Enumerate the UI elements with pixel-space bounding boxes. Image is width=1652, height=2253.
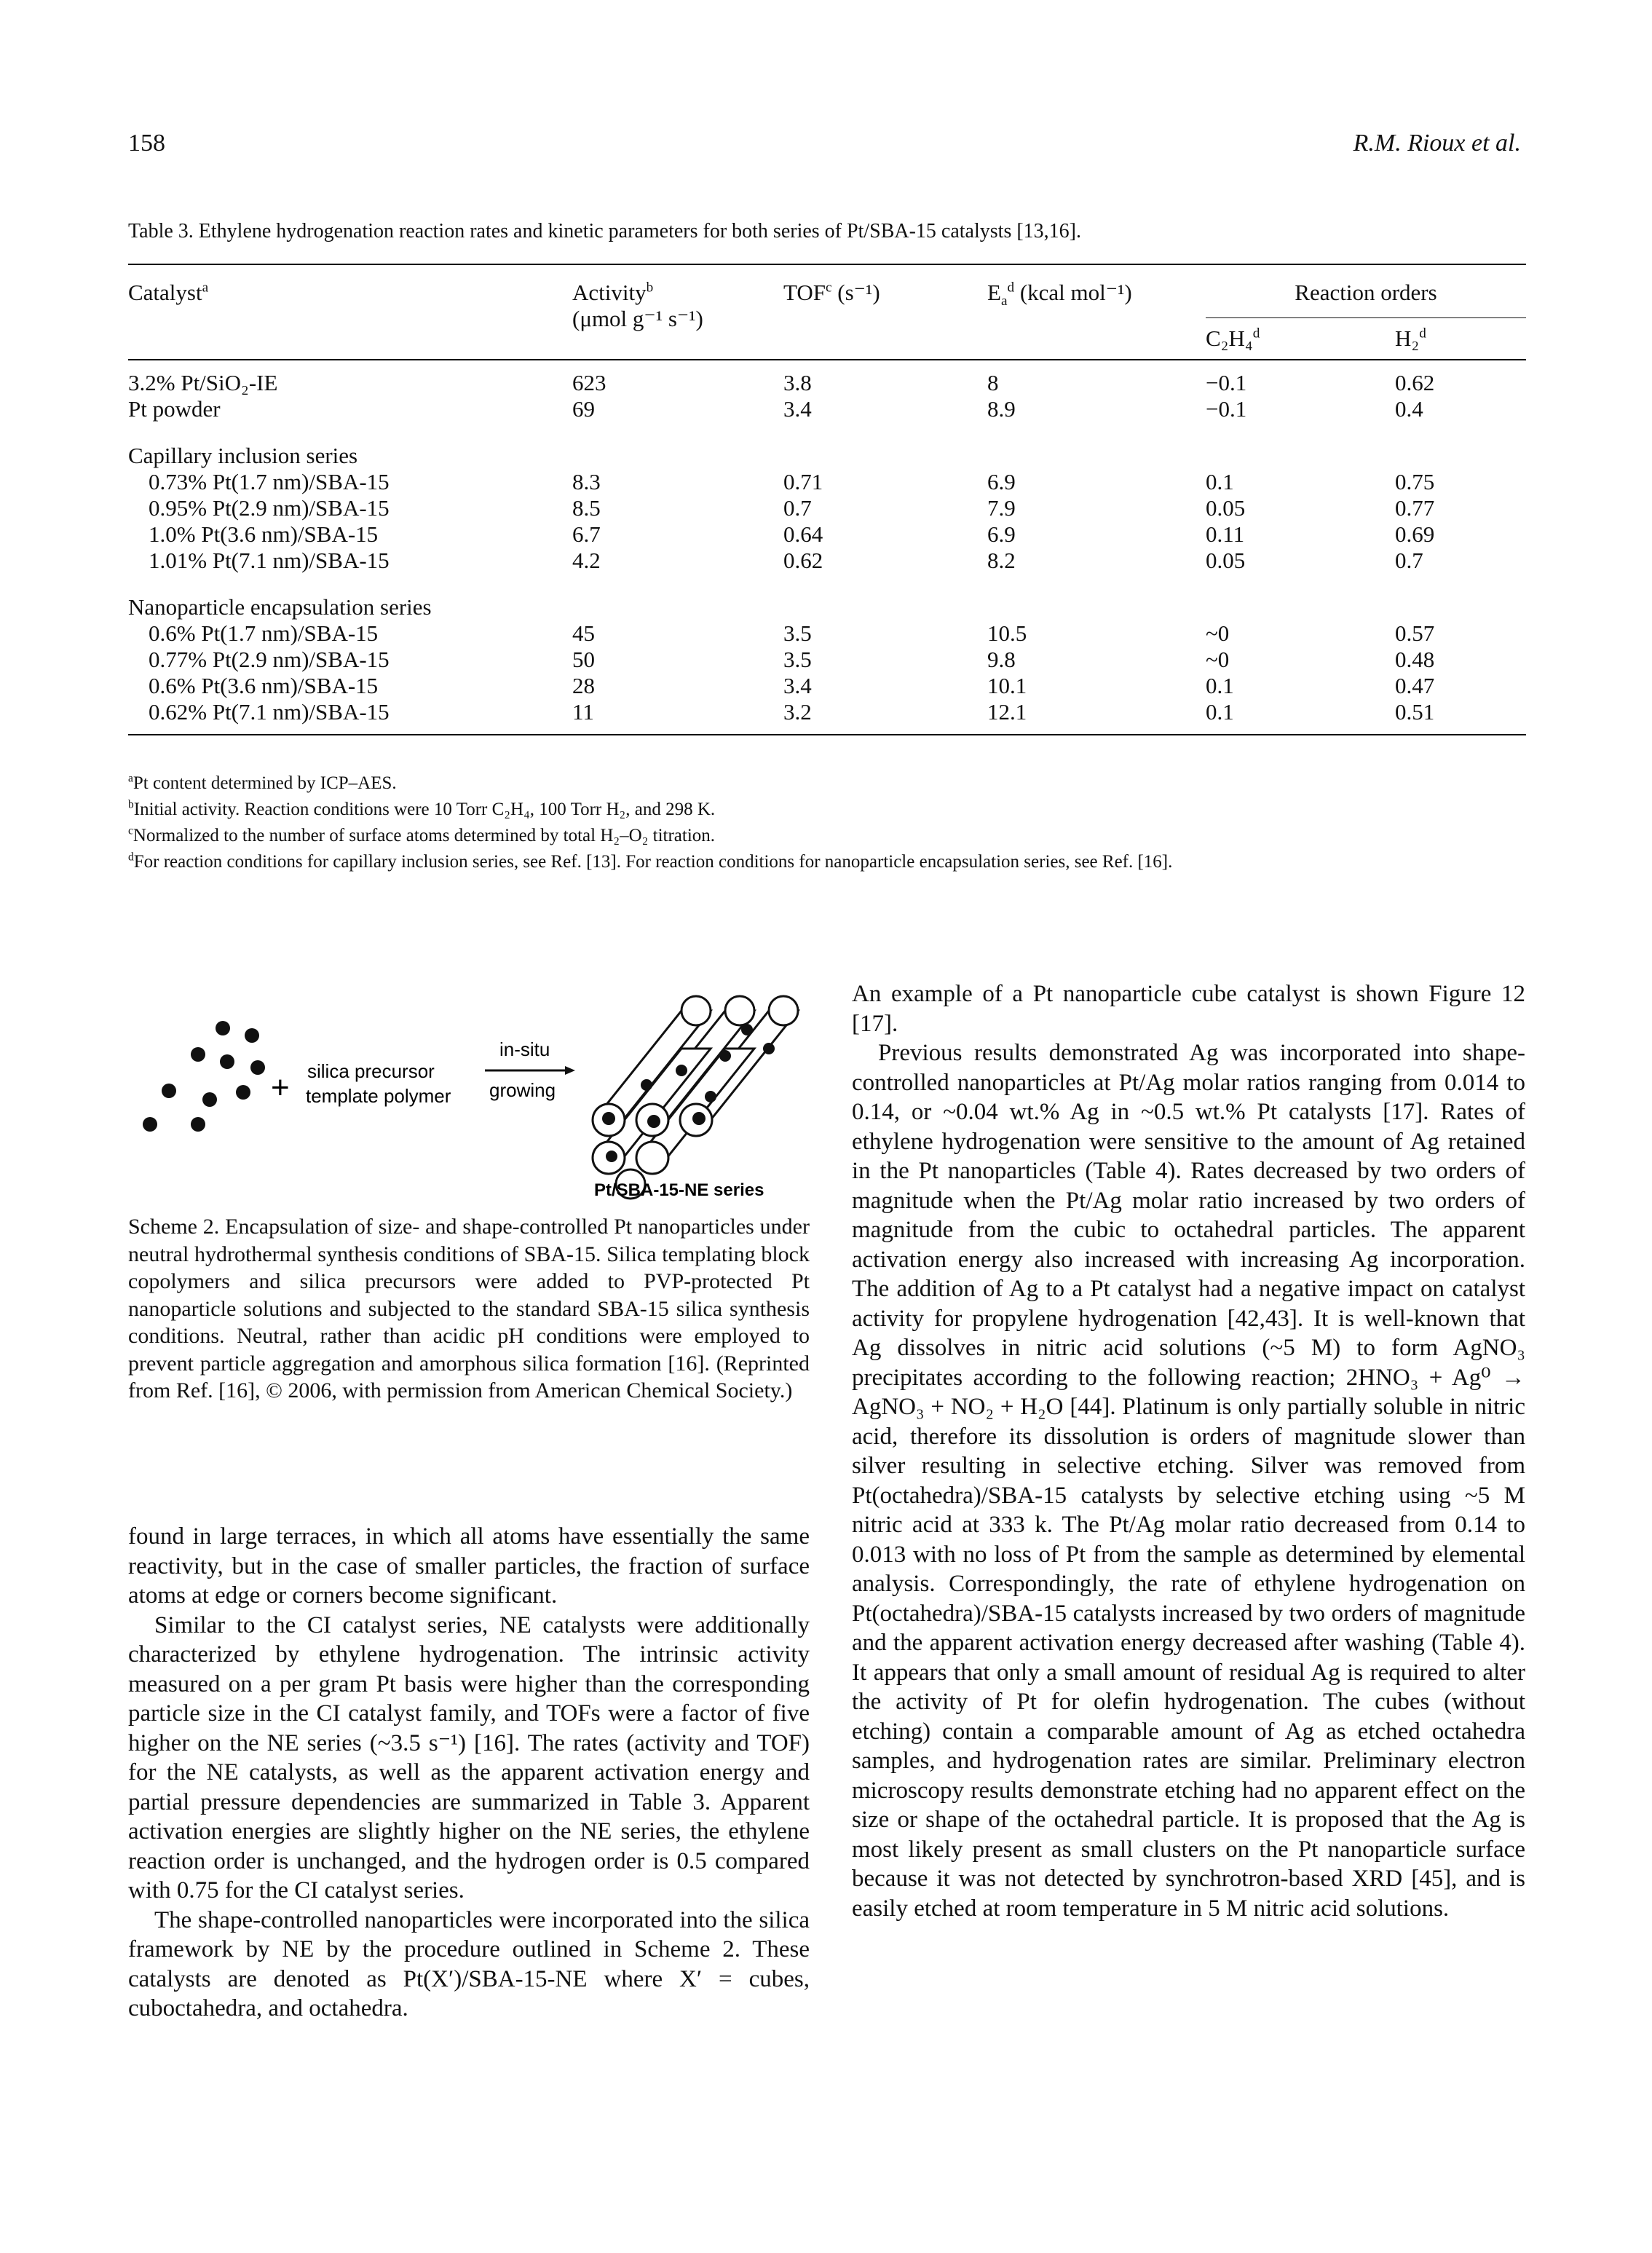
footnote-b: bInitial activity. Reaction conditions w… [128, 798, 716, 819]
header-h2: H₂d [1395, 325, 1426, 351]
kinetics-table: Catalysta Activityb(μmol g⁻¹ s⁻¹) TOFc (… [128, 264, 1526, 735]
table-group-label: Nanoparticle encapsulation series [128, 594, 432, 620]
header-catalyst: Catalysta [128, 280, 209, 305]
encapsulated-particles [602, 1024, 775, 1162]
footnote-c: cNormalized to the number of surface ato… [128, 824, 716, 845]
table-group-label: Capillary inclusion series [128, 443, 358, 468]
table-header-row: Catalysta Activityb(μmol g⁻¹ s⁻¹) TOFc (… [128, 264, 1526, 331]
header-activity: Activityb(μmol g⁻¹ s⁻¹) [572, 280, 703, 331]
header-c2h4: C₂H₄d [1206, 325, 1260, 351]
scheme-svg: + silica precursor template polymer in-s… [143, 995, 801, 1200]
footnote-d: dFor reaction conditions for capillary i… [128, 851, 1173, 872]
arrow-label-bottom: growing [489, 1079, 556, 1101]
paragraph: The shape-controlled nanoparticles were … [128, 1906, 810, 2022]
plus-sign: + [271, 1070, 290, 1105]
reagent-line-1: silica precursor [307, 1060, 435, 1082]
table-caption: Table 3. Ethylene hydrogenation reaction… [128, 220, 1081, 242]
scheme-2-caption: Scheme 2. Encapsulation of size- and sha… [128, 1215, 810, 1402]
footnote-a: aPt content determined by ICP–AES. [128, 772, 397, 793]
header-tof: TOFc (s⁻¹) [783, 280, 880, 305]
reaction-arrow-head [565, 1066, 575, 1075]
arrow-label-top: in-situ [499, 1038, 550, 1060]
header-ea: Ead (kcal mol⁻¹) [987, 280, 1132, 309]
sba15-tube-bundle [591, 995, 801, 1200]
table-footnotes: aPt content determined by ICP–AES. bInit… [128, 770, 1526, 875]
running-author: R.M. Rioux et al. [1353, 130, 1521, 157]
table-3: Catalysta Activityb(μmol g⁻¹ s⁻¹) TOFc (… [128, 264, 1526, 735]
nanoparticle-dots [143, 1021, 265, 1132]
scheme-2-graphic: + silica precursor template polymer in-s… [128, 983, 810, 1202]
paragraph: found in large terraces, in which all at… [128, 1523, 810, 1609]
right-column-body: An example of a Pt nanoparticle cube cat… [852, 979, 1525, 1923]
reagent-line-2: template polymer [306, 1085, 451, 1107]
header-reaction-orders: Reaction orders [1206, 264, 1526, 318]
page-number: 158 [128, 130, 165, 157]
paragraph: Similar to the CI catalyst series, NE ca… [128, 1611, 810, 1904]
left-column-body: found in large terraces, in which all at… [128, 1522, 810, 2024]
paragraph: Previous results demonstrated Ag was inc… [852, 1040, 1525, 1922]
product-label: Pt/SBA-15-NE series [594, 1180, 764, 1200]
paragraph: An example of a Pt nanoparticle cube cat… [852, 981, 1525, 1037]
